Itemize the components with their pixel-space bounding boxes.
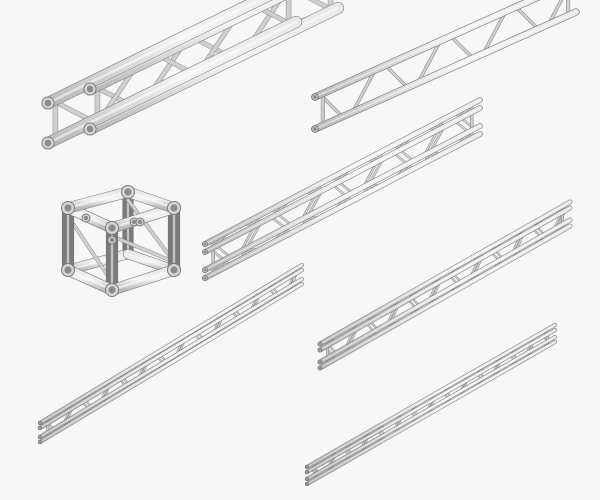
truss-segment-medium-center [202,97,483,281]
truss-corner-cube [61,185,181,297]
truss-segment-large [41,0,345,150]
truss-segment-medium-top [311,0,580,133]
truss-collection-render [37,0,580,487]
truss-segment-long-bottom [304,323,557,487]
truss-segment-long-left [37,262,305,445]
truss-segment-long-right [317,199,573,371]
